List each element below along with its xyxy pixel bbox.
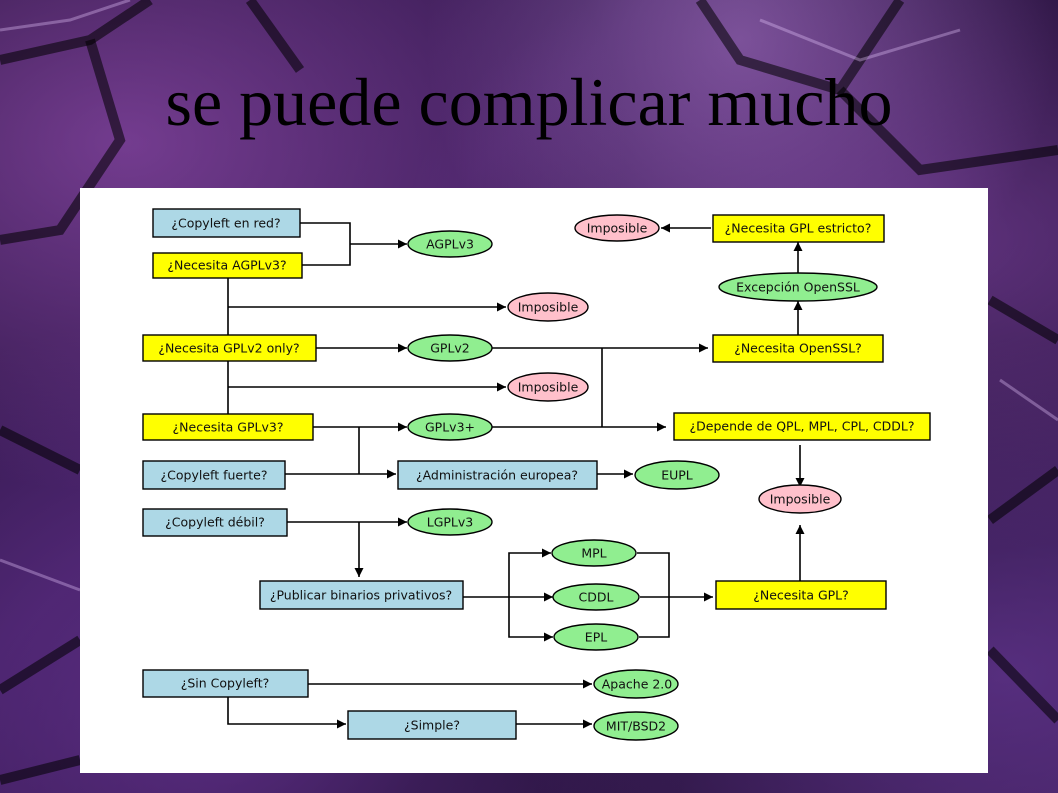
- node-eupl: [634, 460, 720, 490]
- label-gplv2: GPLv2: [430, 341, 470, 356]
- label-necesita-gpl-estricto: ¿Necesita GPL estricto?: [725, 221, 872, 236]
- label-imposible-top: Imposible: [587, 221, 648, 236]
- label-copyleft-red: ¿Copyleft en red?: [171, 216, 280, 231]
- node-necesita-gpl: [715, 580, 887, 610]
- node-imposible-top: [574, 214, 660, 242]
- node-imposible-2: [507, 372, 589, 402]
- label-necesita-agplv3: ¿Necesita AGPLv3?: [167, 258, 286, 273]
- label-imposible-2: Imposible: [518, 380, 579, 395]
- node-copyleft-fuerte: [142, 460, 286, 490]
- flowchart-svg: ¿Copyleft en red? ¿Necesita AGPLv3? AGPL…: [142, 208, 931, 741]
- label-excepcion-openssl: Excepción OpenSSL: [736, 280, 860, 295]
- node-admin-europea: [397, 460, 598, 490]
- node-imposible-right: [758, 484, 842, 514]
- node-cddl: [552, 583, 640, 611]
- node-copyleft-debil: [142, 508, 288, 537]
- label-mit-bsd2: MIT/BSD2: [606, 719, 666, 734]
- node-copyleft-red: [152, 208, 301, 238]
- node-necesita-gplv2-only: [142, 334, 317, 362]
- label-mpl: MPL: [581, 546, 606, 561]
- node-epl: [553, 623, 639, 651]
- node-gplv2: [407, 334, 493, 362]
- label-copyleft-fuerte: ¿Copyleft fuerte?: [161, 468, 268, 483]
- node-mpl: [551, 539, 637, 567]
- node-gplv3-plus: [407, 413, 493, 441]
- label-simple: ¿Simple?: [404, 718, 460, 733]
- label-cddl: CDDL: [579, 590, 614, 605]
- node-necesita-gpl-estricto: [712, 214, 885, 243]
- slide-title: se puede complicar mucho: [165, 64, 893, 140]
- node-necesita-gplv3: [142, 413, 314, 441]
- node-depende-qpl: [673, 412, 931, 441]
- node-necesita-agplv3: [152, 252, 303, 279]
- node-publicar-binarios: [259, 580, 464, 610]
- connectors: [227, 222, 805, 729]
- license-flowchart: ¿Copyleft en red? ¿Necesita AGPLv3? AGPL…: [80, 188, 988, 773]
- label-lgplv3: LGPLv3: [427, 515, 474, 530]
- label-necesita-gplv3: ¿Necesita GPLv3?: [173, 420, 284, 435]
- label-apache: Apache 2.0: [602, 677, 673, 692]
- label-agplv3: AGPLv3: [426, 237, 474, 252]
- node-lgplv3: [407, 508, 493, 536]
- label-sin-copyleft: ¿Sin Copyleft?: [181, 676, 270, 691]
- node-necesita-openssl: [712, 334, 884, 363]
- label-eupl: EUPL: [661, 468, 693, 483]
- label-copyleft-debil: ¿Copyleft débil?: [165, 515, 265, 530]
- label-publicar-binarios: ¿Publicar binarios privativos?: [270, 588, 452, 603]
- node-imposible-1: [507, 292, 589, 322]
- node-apache: [593, 669, 679, 699]
- node-sin-copyleft: [142, 669, 309, 698]
- label-necesita-gpl: ¿Necesita GPL?: [753, 588, 849, 603]
- label-depende-qpl: ¿Depende de QPL, MPL, CPL, CDDL?: [690, 419, 915, 434]
- label-necesita-openssl: ¿Necesita OpenSSL?: [734, 341, 862, 356]
- label-epl: EPL: [585, 630, 607, 645]
- label-necesita-gplv2-only: ¿Necesita GPLv2 only?: [158, 341, 299, 356]
- node-excepcion-openssl: [718, 272, 878, 302]
- label-admin-europea: ¿Administración europea?: [416, 468, 578, 483]
- node-agplv3: [407, 230, 493, 258]
- label-imposible-1: Imposible: [518, 300, 579, 315]
- node-simple: [347, 710, 517, 740]
- label-gplv3-plus: GPLv3+: [425, 420, 475, 435]
- node-mit-bsd2: [593, 711, 679, 741]
- label-imposible-right: Imposible: [770, 492, 831, 507]
